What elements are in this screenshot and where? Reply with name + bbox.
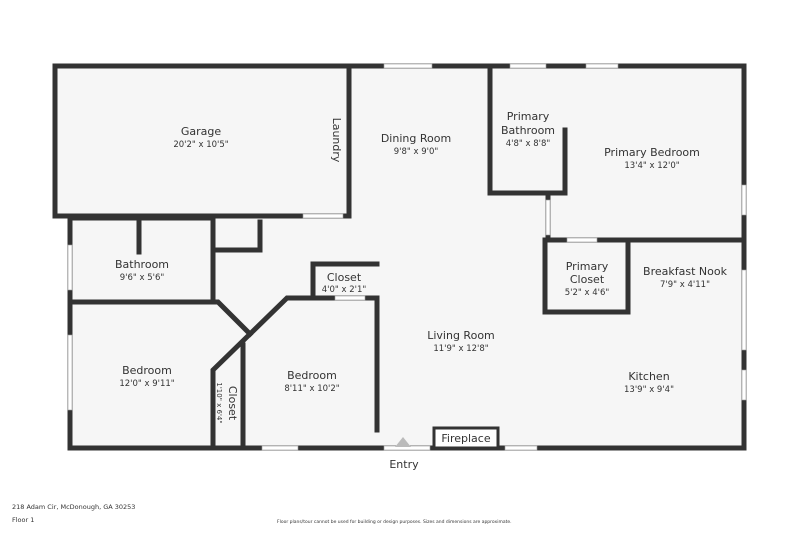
room-name: Closet <box>327 271 362 284</box>
room-name: Primary <box>566 260 609 273</box>
room-dims: 7'9" x 4'11" <box>660 280 710 290</box>
room-dims: 13'9" x 9'4" <box>624 385 674 395</box>
room-name: Living Room <box>427 329 495 342</box>
address: 218 Adam Cir, McDonough, GA 30253 <box>12 503 136 511</box>
room-name: Garage <box>181 125 222 138</box>
room-name: Dining Room <box>381 132 451 145</box>
room-name: Closet <box>226 386 239 421</box>
disclaimer: Floor plans/tour cannot be used for buil… <box>277 520 512 525</box>
floor-fill <box>55 66 744 448</box>
entry-label: Entry <box>389 458 419 471</box>
room-name: Breakfast Nook <box>643 265 728 278</box>
entry-arrow-icon <box>395 437 411 447</box>
room-dims: 1'10" x 6'4" <box>215 382 223 423</box>
room-name: Kitchen <box>628 370 669 383</box>
room-dims: 4'0" x 2'1" <box>322 285 367 295</box>
room-dims: 11'9" x 12'8" <box>433 344 488 354</box>
fireplace <box>432 426 500 450</box>
room-name: Fireplace <box>441 432 490 445</box>
room-dims: 12'0" x 9'11" <box>119 379 174 389</box>
room-name: Closet <box>570 273 605 286</box>
room-name: Bedroom <box>287 369 337 382</box>
room-dims: 5'2" x 4'6" <box>565 288 610 298</box>
room-dims: 4'8" x 8'8" <box>506 139 551 149</box>
windows <box>67 63 747 451</box>
room-dims: 13'4" x 12'0" <box>624 161 679 171</box>
room-name: Primary <box>507 110 550 123</box>
room-name: Bathroom <box>115 258 169 271</box>
room-dims: 9'8" x 9'0" <box>394 147 439 157</box>
room-dims: 9'6" x 5'6" <box>120 273 165 283</box>
room-dims: 8'11" x 10'2" <box>284 384 339 394</box>
room-dims: 20'2" x 10'5" <box>173 140 228 150</box>
floor-label: Floor 1 <box>12 516 35 524</box>
room-name: Bathroom <box>501 124 555 137</box>
room-name: Primary Bedroom <box>604 146 700 159</box>
room-name: Bedroom <box>122 364 172 377</box>
room-name: Laundry <box>330 118 343 163</box>
